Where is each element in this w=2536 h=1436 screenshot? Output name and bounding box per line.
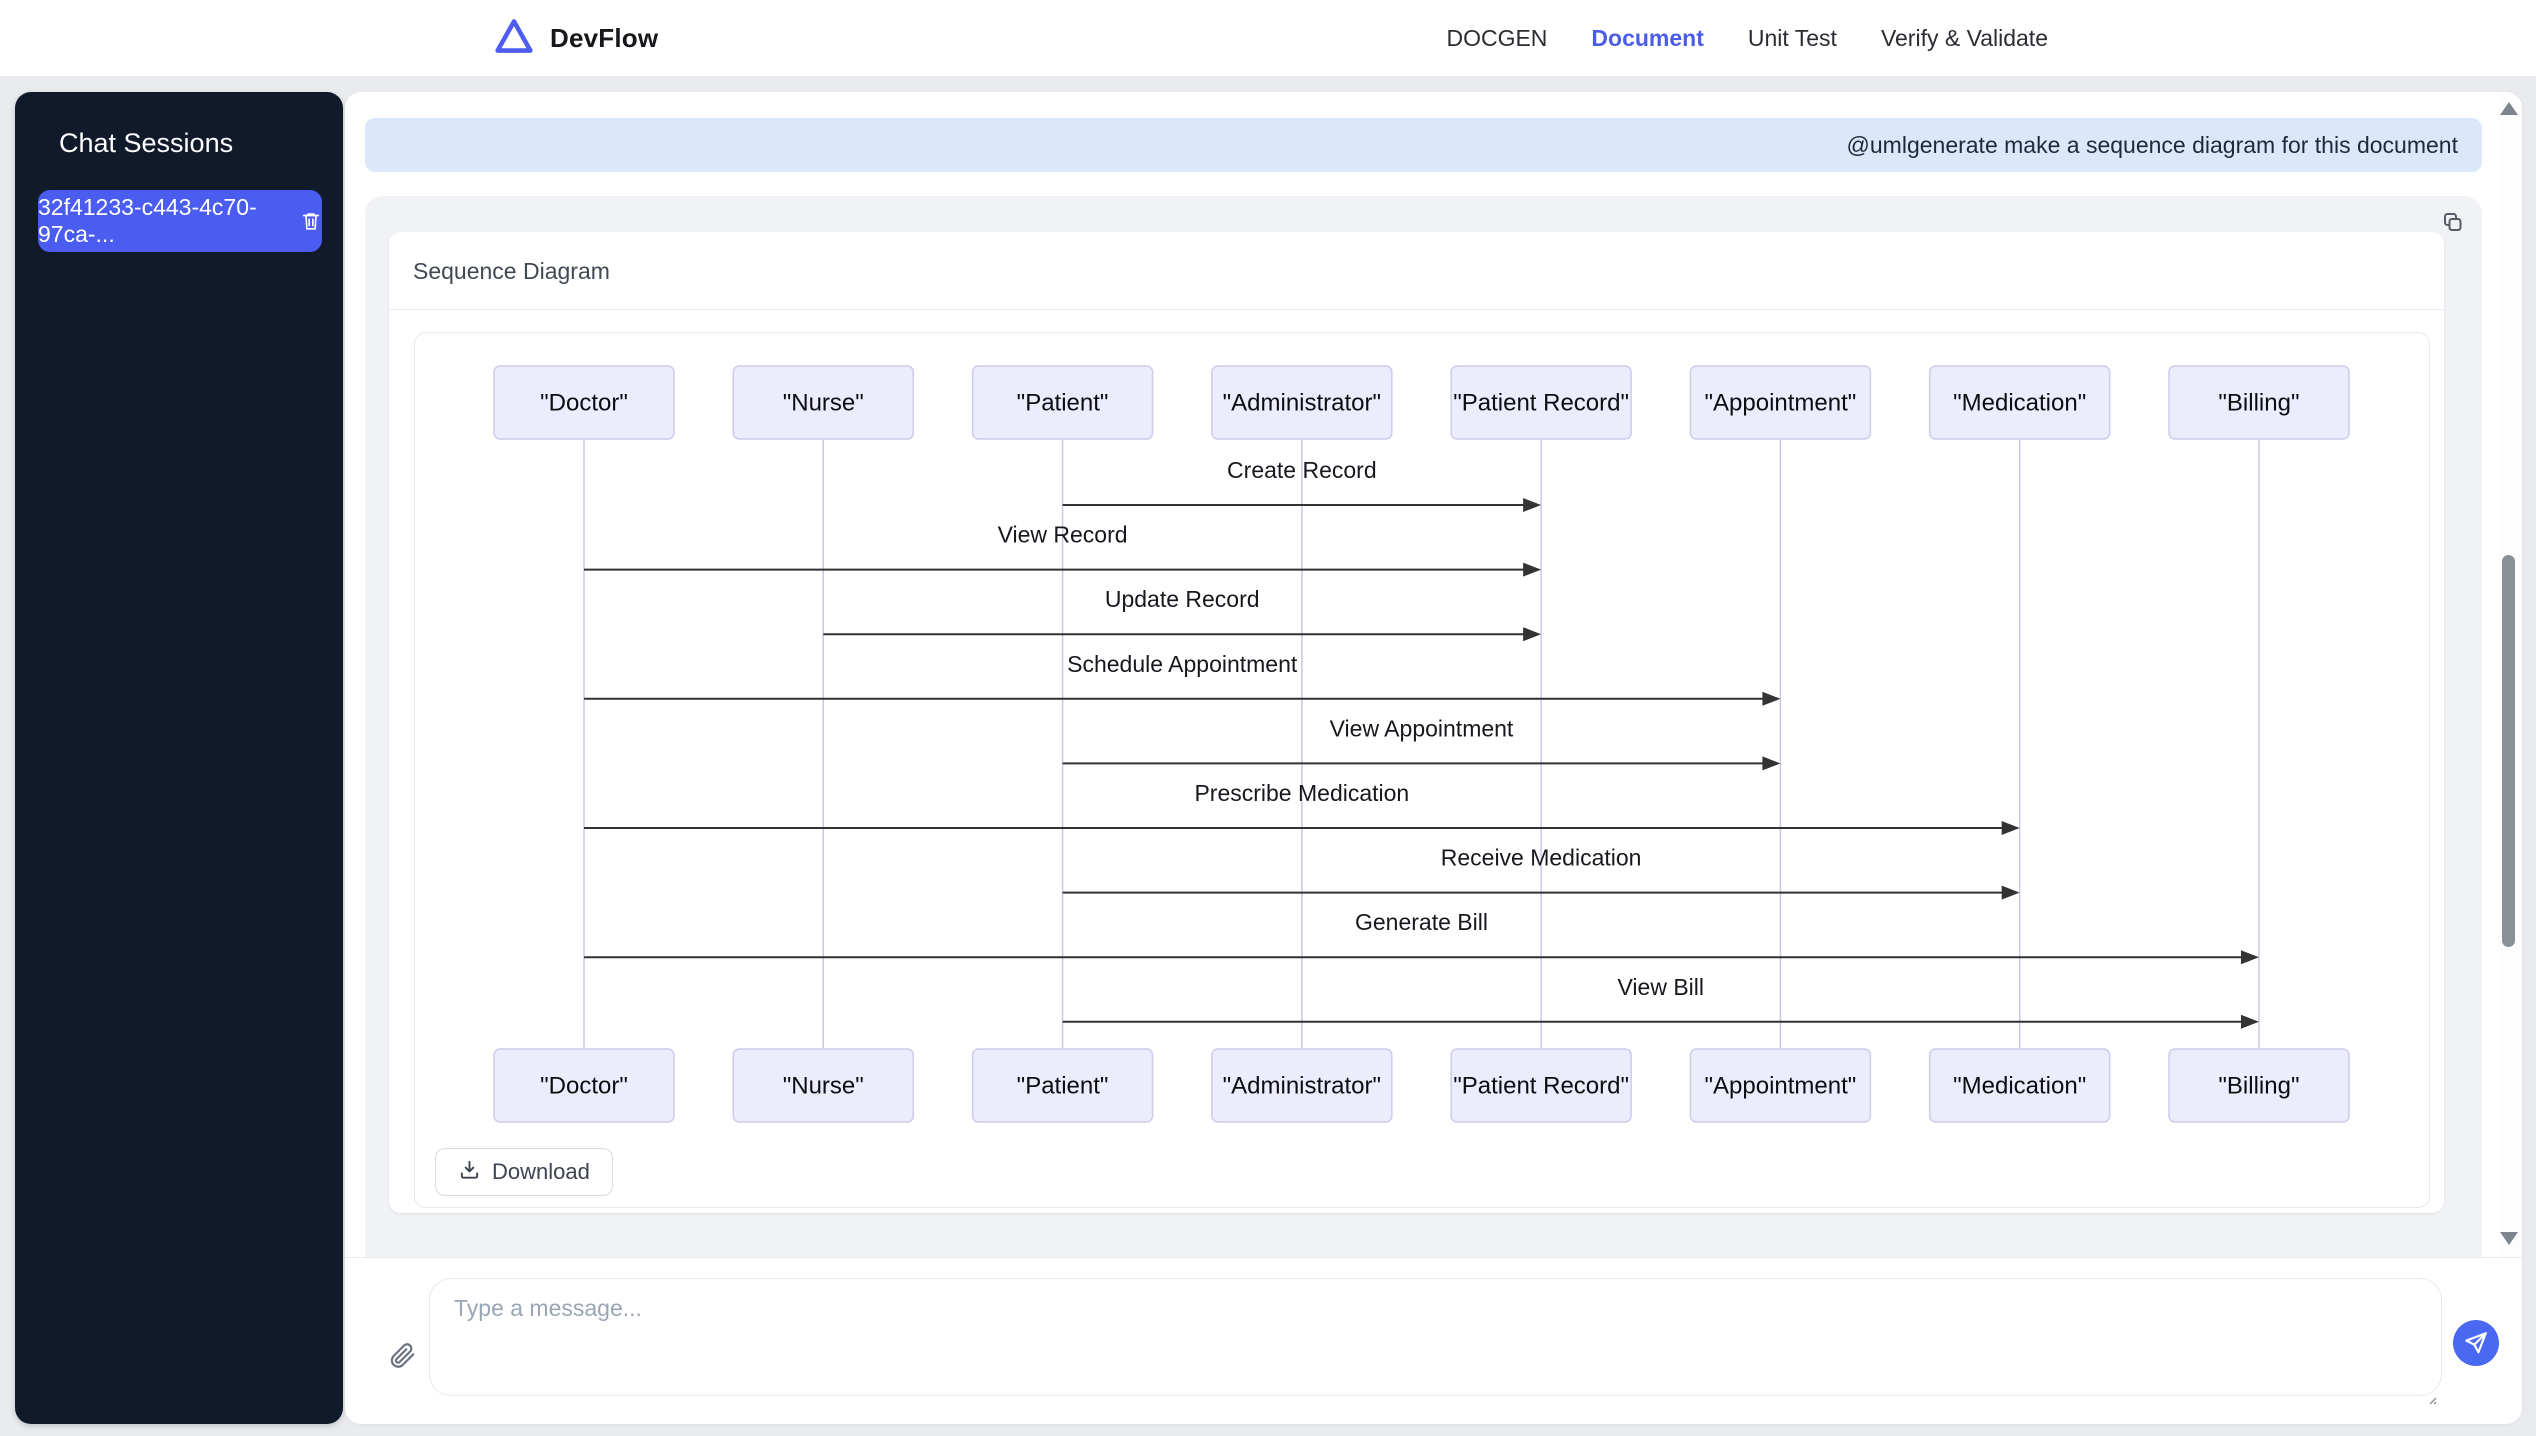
actor-label: "Nurse" xyxy=(783,1073,864,1100)
send-button[interactable] xyxy=(2453,1320,2499,1366)
actor-label: "Billing" xyxy=(2218,1073,2299,1100)
message-label: Receive Medication xyxy=(1441,845,1642,871)
actor-box xyxy=(1928,365,2111,440)
actor-box xyxy=(732,365,915,440)
card-title: Sequence Diagram xyxy=(389,232,2444,310)
message-label: Create Record xyxy=(1227,457,1377,483)
top-navbar: DevFlow DOCGEN Document Unit Test Verify & … xyxy=(0,0,2536,76)
message-arrowhead xyxy=(1523,627,1542,642)
download-label: Download xyxy=(492,1159,590,1184)
actor-label: "Administrator" xyxy=(1223,390,1381,417)
scroll-up-icon[interactable] xyxy=(2500,102,2518,115)
actor-label: "Medication" xyxy=(1953,390,2086,417)
message-arrowhead xyxy=(2240,950,2259,965)
actor-box xyxy=(732,1048,915,1123)
download-icon xyxy=(458,1158,481,1187)
actor-box xyxy=(1689,365,1872,440)
brand-name: DevFlow xyxy=(550,22,659,53)
actor-box xyxy=(493,1048,675,1123)
nav-item-docgen[interactable]: DOCGEN xyxy=(1446,24,1548,51)
actor-box xyxy=(971,365,1154,440)
actor-box xyxy=(2168,1048,2350,1123)
nav-item-verify-validate[interactable]: Verify & Validate xyxy=(1880,24,2048,51)
actor-box xyxy=(1211,365,1393,440)
scrollbar[interactable] xyxy=(2498,92,2520,1257)
user-message-text: @umlgenerate make a sequence diagram for… xyxy=(1846,131,2458,158)
actor-label: "Medication" xyxy=(1953,1073,2086,1100)
actor-label: "Appointment" xyxy=(1705,390,1857,417)
copy-icon[interactable] xyxy=(2439,210,2465,236)
nav-item-unit-test[interactable]: Unit Test xyxy=(1747,24,1837,51)
actor-label: "Appointment" xyxy=(1705,1073,1857,1100)
message-arrowhead xyxy=(1523,498,1542,512)
message-label: View Appointment xyxy=(1330,715,1514,741)
chat-scroll-area: @umlgenerate make a sequence diagram for… xyxy=(345,92,2522,1257)
message-label: View Record xyxy=(998,522,1128,548)
nav-item-document[interactable]: Document xyxy=(1591,24,1704,51)
actor-box xyxy=(1450,365,1632,440)
message-input[interactable] xyxy=(429,1278,2442,1396)
actor-label: "Nurse" xyxy=(783,390,864,417)
brand: DevFlow xyxy=(492,16,658,61)
message-arrowhead xyxy=(2240,1014,2259,1029)
devflow-logo-icon xyxy=(492,16,536,61)
sequence-diagram: "Doctor" "Nurse" "Patient" "Administrator" "… xyxy=(415,333,2429,1128)
actor-box xyxy=(2168,365,2350,440)
scroll-down-icon[interactable] xyxy=(2500,1232,2518,1245)
actor-box xyxy=(1928,1048,2111,1123)
session-list: 32f41233-c443-4c70-97ca-... xyxy=(38,190,322,252)
sidebar: Chat Sessions 32f41233-c443-4c70-97ca-..… xyxy=(15,92,343,1424)
session-label: 32f41233-c443-4c70-97ca-... xyxy=(38,194,257,247)
session-item[interactable]: 32f41233-c443-4c70-97ca-... xyxy=(38,190,322,252)
message-label: Generate Bill xyxy=(1355,909,1488,935)
paperclip-icon[interactable] xyxy=(387,1340,417,1373)
message-label: View Bill xyxy=(1618,974,1705,1000)
actor-label: "Doctor" xyxy=(540,1073,628,1100)
actor-label: "Administrator" xyxy=(1223,1073,1381,1100)
message-arrowhead xyxy=(1523,562,1542,577)
sidebar-title: Chat Sessions xyxy=(59,128,234,158)
diagram-container: "Doctor" "Nurse" "Patient" "Administrator" "… xyxy=(414,332,2430,1208)
actor-box xyxy=(1689,1048,1872,1123)
actor-label: "Patient" xyxy=(1017,1073,1109,1100)
message-arrowhead xyxy=(1762,691,1781,706)
message-arrowhead xyxy=(2001,885,2020,900)
actor-label: "Patient Record" xyxy=(1453,1073,1629,1100)
nav-links: DOCGEN Document Unit Test Verify & Validate xyxy=(1446,25,2048,52)
message-arrowhead xyxy=(1762,756,1781,771)
actor-box xyxy=(493,365,675,440)
user-message-bubble: @umlgenerate make a sequence diagram for… xyxy=(365,118,2482,172)
download-button[interactable]: Download xyxy=(435,1148,613,1196)
actor-label: "Billing" xyxy=(2218,390,2299,417)
message-arrowhead xyxy=(2001,821,2020,835)
message-label: Prescribe Medication xyxy=(1194,780,1409,806)
scrollbar-thumb[interactable] xyxy=(2502,555,2515,947)
actor-label: "Doctor" xyxy=(540,390,628,417)
actor-box xyxy=(1211,1048,1393,1123)
assistant-message-bubble: Sequence Diagram "Doctor" "Nurse" "Patient… xyxy=(365,196,2482,1257)
actor-box xyxy=(1450,1048,1632,1123)
actor-box xyxy=(971,1048,1154,1123)
composer xyxy=(345,1257,2522,1424)
message-label: Schedule Appointment xyxy=(1067,651,1298,677)
sequence-diagram-card: Sequence Diagram "Doctor" "Nurse" "Patient… xyxy=(389,232,2444,1213)
actor-label: "Patient Record" xyxy=(1453,390,1629,417)
resize-handle-icon[interactable] xyxy=(2422,1390,2438,1411)
actor-label: "Patient" xyxy=(1017,390,1109,417)
message-label: Update Record xyxy=(1105,586,1260,612)
trash-icon[interactable] xyxy=(300,210,322,232)
chat-panel: @umlgenerate make a sequence diagram for… xyxy=(345,92,2522,1424)
